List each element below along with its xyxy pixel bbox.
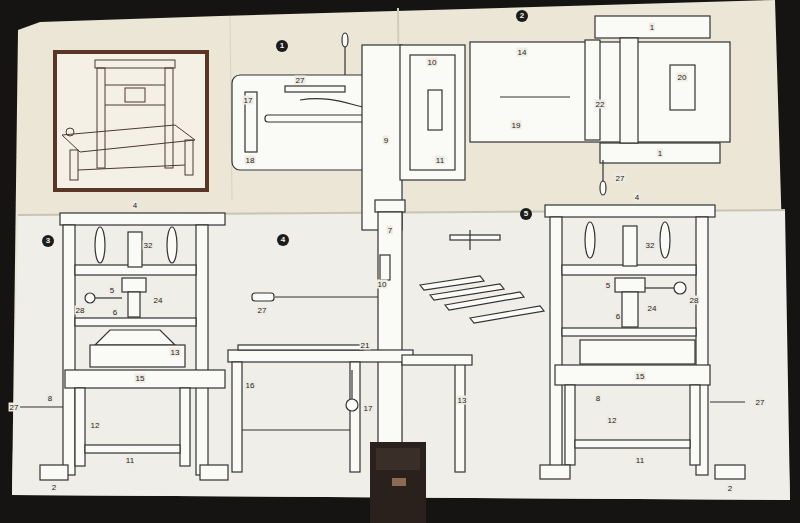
- callout-number: 24: [153, 296, 164, 305]
- callout-number: 21: [360, 341, 371, 350]
- step-number-circle: 2: [516, 10, 528, 22]
- callout-number: 20: [677, 73, 688, 82]
- step-number: 4: [281, 236, 285, 244]
- callout-number: 9: [383, 136, 389, 145]
- callout-number: 27: [295, 76, 306, 85]
- callout-number: 28: [689, 296, 700, 305]
- callout-number: 2: [727, 484, 733, 493]
- callout-number: 12: [90, 421, 101, 430]
- callout-number: 5: [605, 281, 611, 290]
- callout-number: 27: [9, 403, 20, 412]
- callout-number: 1: [649, 23, 655, 32]
- callout-number: 17: [243, 96, 254, 105]
- callout-number: 24: [647, 304, 658, 313]
- callout-number: 32: [645, 241, 656, 250]
- callout-number: 7: [387, 226, 393, 235]
- callout-number: 27: [257, 306, 268, 315]
- callout-number: 8: [595, 394, 601, 403]
- callout-number: 6: [112, 308, 118, 317]
- step-number: 2: [520, 12, 524, 20]
- callout-number: 13: [170, 348, 181, 357]
- step-number-circle: 4: [277, 234, 289, 246]
- step-number-circle: 1: [276, 40, 288, 52]
- callout-number: 28: [75, 306, 86, 315]
- callout-number: 10: [427, 58, 438, 67]
- callout-number: 13: [457, 396, 468, 405]
- callout-number: 11: [125, 456, 135, 465]
- callout-number: 16: [245, 381, 256, 390]
- step-number-circle: 5: [520, 208, 532, 220]
- callout-number: 10: [377, 280, 388, 289]
- step-number: 5: [524, 210, 528, 218]
- callout-number: 5: [109, 286, 115, 295]
- callout-number: 15: [635, 372, 646, 381]
- callout-number: 27: [615, 174, 626, 183]
- callout-number: 1: [657, 149, 663, 158]
- callout-number: 4: [132, 201, 138, 210]
- callout-number: 22: [595, 100, 606, 109]
- step-number-circle: 3: [42, 235, 54, 247]
- callout-number: 11: [435, 156, 445, 165]
- callout-number: 17: [363, 404, 374, 413]
- callout-number: 14: [517, 48, 528, 57]
- callout-number: 15: [135, 374, 146, 383]
- callout-number: 11: [635, 456, 645, 465]
- callout-number: 4: [634, 193, 640, 202]
- step-number: 3: [46, 237, 50, 245]
- callout-number: 12: [607, 416, 618, 425]
- callout-number: 2: [51, 483, 57, 492]
- callout-number: 19: [511, 121, 522, 130]
- callout-number: 27: [755, 398, 766, 407]
- callout-number: 8: [47, 394, 53, 403]
- callout-number: 18: [245, 156, 256, 165]
- callout-number: 6: [615, 312, 621, 321]
- callout-number: 32: [143, 241, 154, 250]
- step-number: 1: [280, 42, 284, 50]
